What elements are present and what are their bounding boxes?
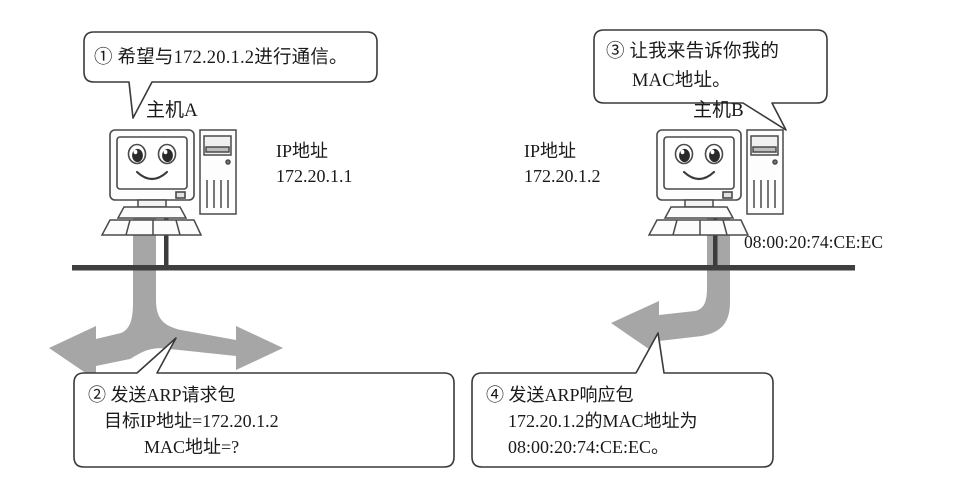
arp-reply-arrow (611, 213, 730, 356)
callout-box-step2-line1: ② 发送ARP请求包 (88, 385, 236, 405)
callout-box-step2-shape (73, 337, 455, 468)
host-a-name-label: 主机A (146, 100, 198, 121)
speech-bubble-step1-shape (83, 31, 378, 119)
callout-box-step2-line2: 目标IP地址=172.20.1.2 (104, 411, 279, 431)
callout-box-step4-line3: 08:00:20:74:CE:EC。 (508, 437, 670, 457)
host-b-bus-connector (713, 214, 718, 269)
host-b-computer-icon (647, 129, 784, 236)
host-b-name-label: 主机B (693, 100, 744, 121)
speech-bubble-step1-text: ① 希望与172.20.1.2进行通信。 (94, 48, 348, 68)
host-a-computer-icon (100, 129, 237, 236)
speech-bubble-step3-shape (593, 29, 828, 131)
callout-box-step4-line2: 172.20.1.2的MAC地址为 (508, 411, 698, 431)
speech-bubble-step3-line1: ③ 让我来告诉你我的 (606, 42, 780, 62)
host-b-ip-value: 172.20.1.2 (524, 166, 601, 186)
callout-box-step2-line3: MAC地址=? (144, 437, 240, 457)
host-b-mac-value: 08:00:20:74:CE:EC (744, 232, 884, 252)
arp-request-broadcast-arrow (49, 213, 283, 380)
speech-bubble-step3-line2: MAC地址。 (632, 71, 731, 91)
host-b-ip-label: IP地址 (524, 141, 577, 161)
host-a-ip-label: IP地址 (276, 141, 329, 161)
host-a-ip-value: 172.20.1.1 (276, 166, 353, 186)
ethernet-bus-line (72, 265, 855, 271)
callout-box-step4-shape (471, 332, 774, 468)
callout-box-step4-line1: ④ 发送ARP响应包 (486, 385, 634, 405)
